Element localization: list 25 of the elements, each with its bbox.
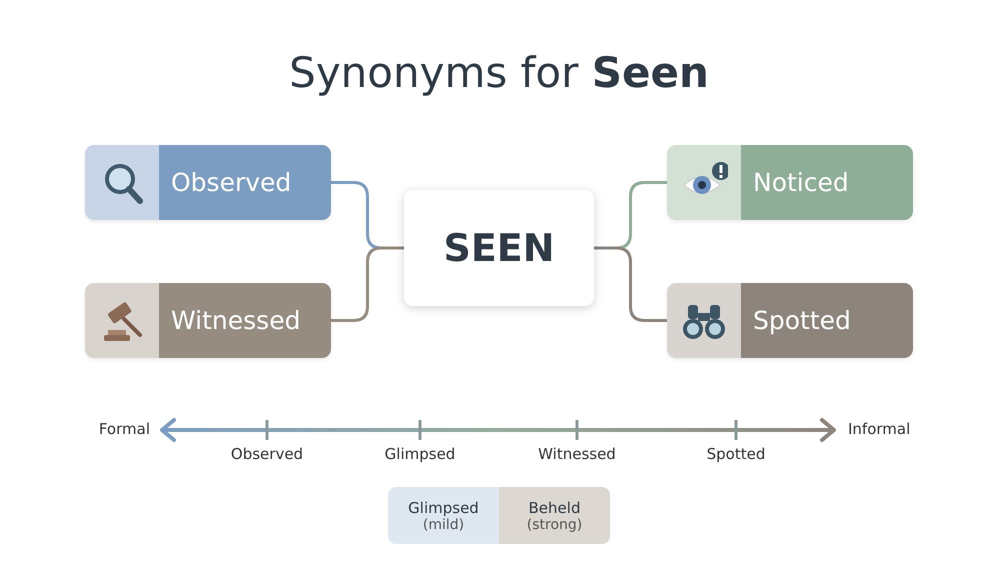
synonym-label: Witnessed [171, 306, 300, 335]
scale-label: Observed [230, 445, 304, 463]
connector-line [594, 246, 667, 322]
synonym-card [667, 283, 913, 358]
scale-label: Informal [848, 420, 910, 438]
word-label: Glimpsed [408, 498, 479, 516]
title: Synonyms for Seen [288, 48, 710, 97]
synonym-card [85, 283, 331, 358]
scale-label: Glimpsed [384, 445, 456, 463]
scale-label: Formal [98, 420, 150, 438]
synonym-label: Observed [171, 168, 292, 197]
intensity-cell [499, 487, 610, 544]
synonym-label: Noticed [753, 168, 849, 197]
synonym-card [85, 145, 331, 220]
center-box [404, 190, 594, 306]
synonym-card [667, 145, 913, 220]
scale-label: Witnessed [537, 445, 617, 463]
intensity-cell [388, 487, 499, 544]
word-label: Beheld [528, 498, 580, 516]
intensity-note: (strong) [526, 516, 582, 532]
intensity-note: (mild) [422, 516, 464, 532]
center-word: SEEN [443, 226, 555, 270]
scale-label: Spotted [706, 445, 766, 463]
connector-line [331, 246, 404, 322]
synonym-label: Spotted [753, 306, 851, 335]
